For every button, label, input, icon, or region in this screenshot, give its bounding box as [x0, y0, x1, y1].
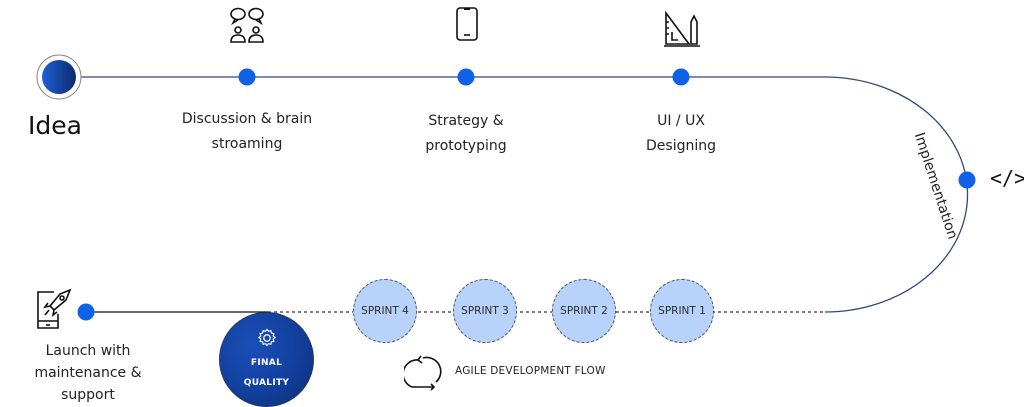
stage-label-line: prototyping — [425, 138, 507, 154]
stage-label-design: UI / UX Designing — [646, 109, 716, 159]
launch-label-line: Launch with — [45, 343, 131, 359]
stage-dot-discussion — [238, 68, 256, 86]
rocket-tablet-icon — [37, 288, 72, 329]
idea-label: Idea — [28, 111, 82, 140]
stage-label-line: Strategy & — [428, 113, 504, 129]
gear-icon — [257, 328, 276, 347]
ruler-pencil-icon — [664, 10, 700, 47]
final-quality-line1: FINAL — [250, 358, 283, 368]
smartphone-icon — [456, 7, 478, 41]
launch-label: Launch with maintenance & support — [34, 340, 141, 406]
idea-node — [42, 60, 76, 94]
launch-label-line: maintenance & — [34, 365, 142, 381]
stage-dot-strategy — [457, 68, 475, 86]
agile-flow-label: AGILE DEVELOPMENT FLOW — [455, 365, 606, 377]
stage-label-strategy: Strategy & prototyping — [425, 109, 506, 159]
discussion-people-icon — [230, 7, 264, 43]
stage-dot-implementation — [958, 171, 976, 189]
final-quality-node: FINAL QUALITY — [219, 312, 314, 407]
stage-label-line: Discussion & brain — [181, 111, 313, 127]
launch-label-line: support — [61, 387, 115, 403]
stage-label-line: UI / UX — [657, 113, 705, 129]
stage-label-discussion: Discussion & brain stroaming — [182, 107, 312, 157]
stage-label-line: stroaming — [211, 136, 283, 152]
final-quality-line2: QUALITY — [243, 378, 290, 388]
cycle-arrow-icon — [404, 355, 442, 391]
sprint-4: SPRINT 4 — [353, 279, 417, 343]
stage-label-line: Designing — [646, 138, 716, 154]
sprint-1: SPRINT 1 — [650, 279, 714, 343]
stage-dot-launch — [77, 303, 95, 321]
sprint-2: SPRINT 2 — [552, 279, 616, 343]
sprint-3: SPRINT 3 — [453, 279, 517, 343]
stage-dot-design — [672, 68, 690, 86]
code-icon: </> — [990, 166, 1024, 190]
implementation-arc — [824, 76, 969, 313]
